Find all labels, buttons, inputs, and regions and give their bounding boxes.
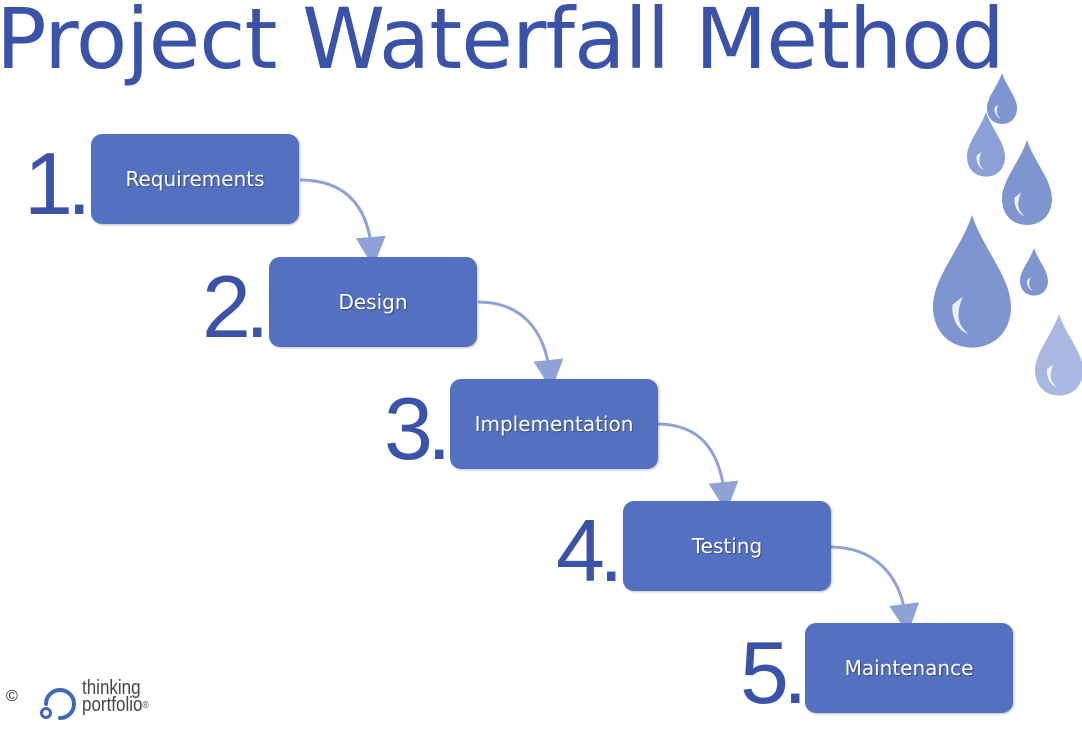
step-number-4: 4. <box>556 501 623 600</box>
step-label: Maintenance <box>844 656 974 680</box>
logo-line-2: portfolio® <box>82 694 149 716</box>
drop-icon <box>987 73 1017 125</box>
arrow-1-2 <box>299 178 386 267</box>
copyright-symbol: © <box>6 688 18 705</box>
step-number-2: 2. <box>202 257 269 356</box>
arrow-4-5 <box>829 545 920 634</box>
drop-icon <box>933 215 1011 348</box>
drop-icon <box>1002 140 1052 226</box>
step-label: Requirements <box>125 167 265 191</box>
logo-line-1: thinking <box>82 677 141 699</box>
step-requirements: Requirements <box>91 134 299 224</box>
step-number-1: 1. <box>24 134 91 233</box>
footer-logo: © thinking portfolio® <box>6 678 186 726</box>
drop-icon <box>1035 314 1082 396</box>
step-implementation: Implementation <box>450 379 658 469</box>
step-label: Testing <box>691 534 763 558</box>
step-design: Design <box>269 257 477 347</box>
step-number-3: 3. <box>384 379 451 478</box>
thinking-portfolio-logo-icon <box>40 688 76 720</box>
step-label: Design <box>338 290 408 314</box>
step-maintenance: Maintenance <box>805 623 1013 713</box>
step-number-5: 5. <box>740 623 807 722</box>
drop-icon <box>1020 248 1048 296</box>
step-label: Implementation <box>474 412 634 436</box>
logo-wordmark: thinking portfolio® <box>82 677 149 716</box>
page-title: Project Waterfall Method <box>0 0 1005 88</box>
arrow-2-3 <box>477 300 564 390</box>
registered-mark: ® <box>142 700 149 711</box>
step-testing: Testing <box>623 501 831 591</box>
arrow-3-4 <box>656 422 739 512</box>
